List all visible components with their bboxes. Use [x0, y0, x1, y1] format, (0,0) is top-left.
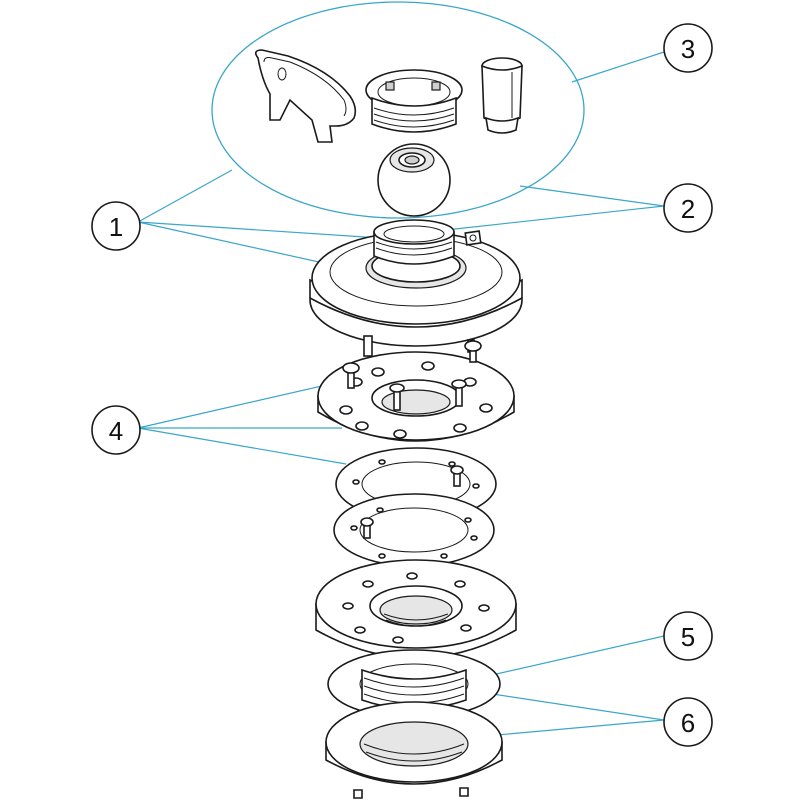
leader-1a [137, 169, 233, 223]
callout-4: 4 [91, 405, 141, 455]
detail-bubble [211, 1, 585, 219]
flange-screws [342, 340, 482, 411]
callout-3: 3 [663, 23, 713, 73]
leader-6a [465, 689, 665, 721]
gasket-lower [333, 493, 495, 567]
eyeball-sphere [377, 143, 451, 217]
callout-4-label: 4 [109, 416, 123, 446]
body-flange [315, 559, 517, 659]
callout-6: 6 [663, 697, 713, 747]
leader-2b [445, 205, 665, 231]
callout-5: 5 [663, 611, 713, 661]
leader-3 [571, 51, 665, 83]
callout-3-label: 3 [681, 34, 695, 64]
callout-2-label: 2 [681, 194, 695, 224]
threaded-ring [365, 69, 463, 133]
callout-1-label: 1 [109, 212, 123, 242]
leader-4a [137, 379, 349, 429]
leader-5 [469, 635, 665, 681]
leader-1c [137, 221, 347, 269]
callout-6-label: 6 [681, 708, 695, 738]
leader-6b [485, 719, 665, 737]
key-tool [254, 49, 357, 143]
callout-1: 1 [91, 201, 141, 251]
leader-4c [137, 427, 347, 465]
callout-5-label: 5 [681, 622, 695, 652]
leader-lines [137, 51, 665, 737]
leader-2a [519, 185, 665, 207]
lock-nut [325, 701, 503, 799]
nozzle-tube [481, 57, 523, 134]
callout-2: 2 [663, 183, 713, 233]
face-cover [309, 219, 523, 347]
leader-1b [137, 221, 381, 239]
